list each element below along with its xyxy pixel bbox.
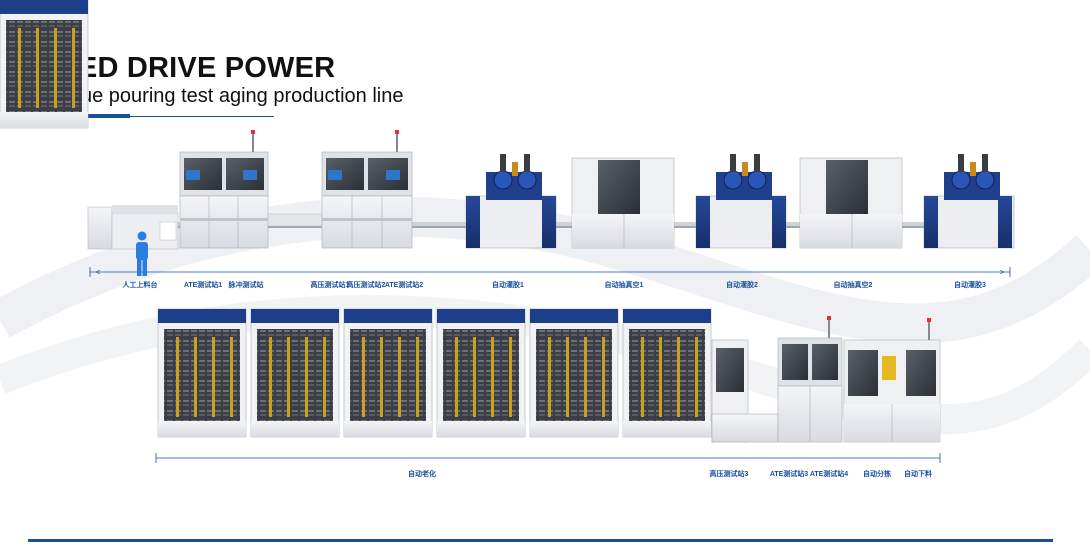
machine-auto-glue-1 — [465, 154, 557, 249]
machine-auto-vacuum-1 — [571, 157, 675, 249]
machine-manual-loading-table — [87, 205, 179, 250]
label-auto-vacuum-1: 自动抽真空1 — [604, 282, 644, 289]
machine-hv-ate-station-2 — [321, 130, 413, 249]
label-pulse-station: 脉冲测试站 — [228, 282, 264, 289]
label-auto-glue-2: 自动灌胶2 — [726, 282, 758, 289]
label-ate-station-4: ATE测试站4 — [809, 471, 849, 478]
row1-dimension-line — [89, 267, 1011, 277]
label-manual-loading: 人工上料台 — [122, 282, 158, 289]
operator-figure-icon — [136, 231, 148, 276]
footer-rule — [28, 539, 1053, 542]
label-auto-unloading: 自动下料 — [904, 471, 932, 478]
machine-auto-glue-2 — [695, 154, 787, 249]
machine-sort-unload — [843, 318, 941, 443]
machine-ate-station-3-4 — [777, 316, 843, 443]
title-underline — [60, 116, 274, 117]
label-auto-glue-1: 自动灌胶1 — [492, 282, 524, 289]
row2-dimension-line — [155, 453, 941, 463]
label-ate-station-2: ATE测试站2 — [384, 282, 424, 289]
label-auto-glue-3: 自动灌胶3 — [954, 282, 986, 289]
title-underline-accent — [60, 114, 130, 118]
label-hv-station-3: 高压测试站3 — [709, 471, 749, 478]
machine-ate-station-1 — [179, 130, 269, 249]
label-hv-station-1: 高压测试站1 — [310, 282, 350, 289]
machine-auto-vacuum-2 — [799, 157, 903, 249]
machine-auto-glue-3 — [923, 154, 1015, 249]
label-ate-station-3: ATE测试站3 — [769, 471, 809, 478]
label-auto-aging: 自动老化 — [408, 471, 436, 478]
conveyor-link-1 — [267, 213, 323, 227]
page-title: LED DRIVE POWER — [60, 52, 336, 84]
label-auto-vacuum-2: 自动抽真空2 — [833, 282, 873, 289]
machine-hv-station-3 — [711, 339, 779, 443]
page-subtitle: Glue pouring test aging production line — [61, 85, 404, 107]
label-auto-sorting: 自动分拣 — [863, 471, 891, 478]
label-hv-station-2: 高压测试站2 — [346, 282, 386, 289]
aging-cabinets — [0, 0, 712, 438]
label-ate-station-1: ATE测试站1 — [183, 282, 223, 289]
